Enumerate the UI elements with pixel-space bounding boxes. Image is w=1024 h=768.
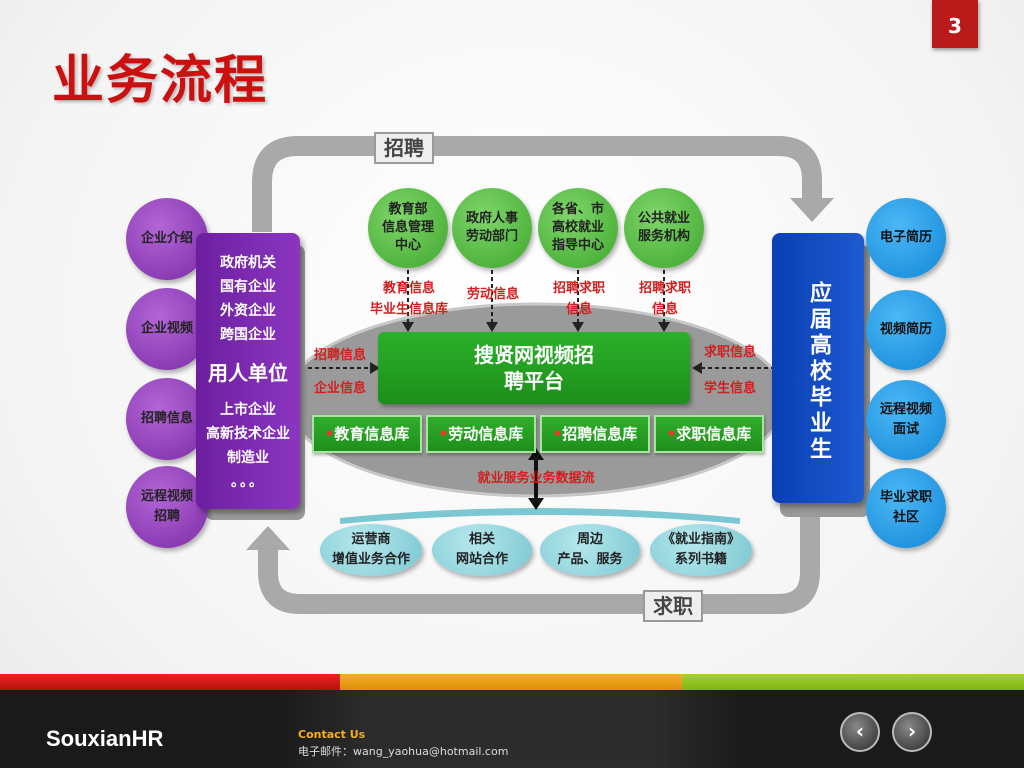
footer-stripe-green [682,674,1024,690]
employer-type: 上市企业 [220,402,276,418]
database-label: 教育信息库 [334,425,410,443]
employer-type: 。。。 [231,474,265,490]
footer-brand: SouxianHR [46,726,164,751]
employer-circle-intro: 企业介绍 [126,198,208,280]
graduate-circle-eresume: 电子简历 [866,198,946,278]
platform-left-label: 企业信息 [313,381,366,396]
recruit-flow-label: 招聘 [374,132,434,164]
employer-panel: 政府机关 国有企业 外资企业 跨国企业 用人单位 上市企业 高新技术企业 制造业… [196,233,300,509]
employer-type: 制造业 [227,450,269,466]
prev-slide-button[interactable]: ‹ [840,712,880,752]
platform-name: 搜贤网视频招 聘平台 [474,343,594,393]
employer-circle-remote: 远程视频 招聘 [126,466,208,548]
footer-bar: SouxianHR Contact Us 电子邮件：wang_yaohua@ho… [0,690,1024,768]
database-labor: •劳动信息库 [426,415,536,453]
database-label: 劳动信息库 [448,425,524,443]
contact-email: 电子邮件：wang_yaohua@hotmail.com [298,745,509,758]
chevron-left-icon: ‹ [855,719,865,743]
service-books: 《就业指南》 系列书籍 [650,524,752,576]
chevron-right-icon: › [907,719,917,743]
graduate-circle-videoresume: 视频简历 [866,290,946,370]
partner-circle-moe: 教育部 信息管理 中心 [368,188,448,268]
graduate-circle-remote: 远程视频 面试 [866,380,946,460]
footer-divider-panel [276,690,746,768]
employer-title: 用人单位 [208,361,288,385]
platform-box: 搜贤网视频招 聘平台 [378,332,690,404]
service-operator: 运营商 增值业务合作 [320,524,422,576]
employer-circle-video: 企业视频 [126,288,208,370]
next-slide-button[interactable]: › [892,712,932,752]
partner-label-jobs2: 招聘求职 信息 [638,281,691,317]
service-products: 周边 产品、服务 [540,524,640,576]
partner-circle-univ-center: 各省、市 高校就业 指导中心 [538,188,618,268]
database-jobseek: •求职信息库 [654,415,764,453]
database-label: 求职信息库 [676,425,752,443]
bottom-flow-arrow [258,515,820,614]
service-websites: 相关 网站合作 [432,524,532,576]
partner-circle-hr-dept: 政府人事 劳动部门 [452,188,532,268]
slide-title: 业务流程 [52,51,269,111]
page-number-badge: 3 [932,0,978,48]
graduate-circle-community: 毕业求职 社区 [866,468,946,548]
platform-right-label: 学生信息 [703,381,756,396]
platform-left-label: 招聘信息 [313,348,366,363]
platform-right-label: 求职信息 [703,345,756,360]
employer-type: 跨国企业 [220,327,276,343]
graduate-title: 应届高校毕业生 [806,281,831,463]
database-education: •教育信息库 [312,415,422,453]
employer-circle-jobs: 招聘信息 [126,378,208,460]
partner-label-jobs1: 招聘求职 信息 [552,281,605,317]
contact-title: Contact Us [298,728,366,741]
graduate-panel: 应届高校毕业生 [772,233,864,503]
partner-label-edu: 教育信息 毕业生信息库 [369,281,448,317]
footer-stripe-red [0,674,340,690]
database-label: 招聘信息库 [562,425,638,443]
employer-type: 外资企业 [220,303,276,319]
employer-type: 政府机关 [220,255,276,271]
jobseek-flow-label: 求职 [643,590,703,622]
database-recruit: •招聘信息库 [540,415,650,453]
partner-label-labor: 劳动信息 [466,287,519,302]
footer-stripe-orange [340,674,682,690]
top-flow-arrow [252,136,822,232]
employer-type: 国有企业 [220,279,276,295]
data-flow-label: 就业服务业务数据流 [477,471,595,486]
partner-circle-public-service: 公共就业 服务机构 [624,188,704,268]
employer-type: 高新技术企业 [206,426,290,442]
